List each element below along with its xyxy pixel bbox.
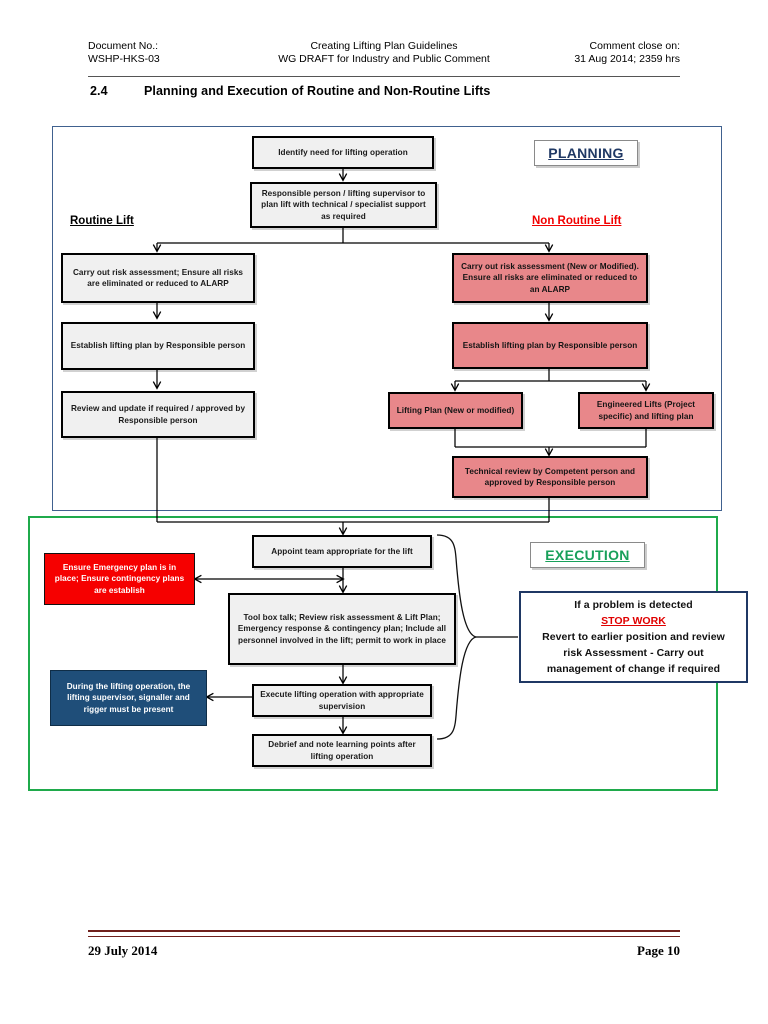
routine-lift-heading: Routine Lift	[70, 215, 134, 227]
box-identify-need[interactable]: Identify need for lifting operation	[252, 136, 434, 169]
box-nonroutine-establish-plan[interactable]: Establish lifting plan by Responsible pe…	[452, 322, 648, 369]
box-lifting-plan-new-modified[interactable]: Lifting Plan (New or modified)	[388, 392, 523, 429]
box-responsible-person[interactable]: Responsible person / lifting supervisor …	[250, 182, 437, 228]
box-routine-review-update[interactable]: Review and update if required / approved…	[61, 391, 255, 438]
box-execute-lifting-operation-text: Execute lifting operation with appropria…	[260, 690, 424, 711]
box-appoint-team[interactable]: Appoint team appropriate for the lift	[252, 535, 432, 568]
box-responsible-person-text: Responsible person / lifting supervisor …	[261, 188, 426, 221]
box-routine-risk-assessment-text: Carry out risk assessment; Ensure all ri…	[72, 267, 244, 289]
box-technical-review-text: Technical review by Competent person and…	[464, 466, 636, 488]
footer-date: 29 July 2014	[88, 943, 158, 958]
page-header: Document No.: WSHP-HKS-03 Creating Lifti…	[88, 40, 680, 74]
header-divider	[88, 76, 680, 77]
box-appoint-team-text: Appoint team appropriate for the lift	[271, 546, 413, 556]
box-lifting-plan-new-modified-text: Lifting Plan (New or modified)	[396, 405, 515, 415]
section-number: 2.4	[90, 84, 108, 98]
box-engineered-lifts-text: Engineered Lifts (Project specific) and …	[596, 400, 696, 421]
section-title-text: Planning and Execution of Routine and No…	[144, 84, 491, 98]
box-identify-need-text: Identify need for lifting operation	[278, 147, 408, 157]
box-debrief-text: Debrief and note learning points after l…	[268, 740, 416, 761]
box-problem-detected-line5: management of change if required	[546, 663, 721, 675]
box-nonroutine-risk-assessment[interactable]: Carry out risk assessment (New or Modifi…	[452, 253, 648, 303]
execution-banner-label: EXECUTION	[545, 547, 630, 563]
box-routine-review-update-text: Review and update if required / approved…	[70, 404, 246, 425]
header-title-line2: WG DRAFT for Industry and Public Comment	[278, 52, 490, 65]
box-debrief[interactable]: Debrief and note learning points after l…	[252, 734, 432, 767]
box-engineered-lifts[interactable]: Engineered Lifts (Project specific) and …	[578, 392, 714, 429]
footer-divider	[88, 930, 680, 937]
box-emergency-plan[interactable]: Ensure Emergency plan is in place; Ensur…	[44, 553, 195, 605]
box-nonroutine-risk-assessment-text: Carry out risk assessment (New or Modifi…	[461, 261, 639, 294]
box-problem-detected-line4: risk Assessment - Carry out	[563, 647, 704, 659]
box-execute-lifting-operation[interactable]: Execute lifting operation with appropria…	[252, 684, 432, 717]
page-footer: 29 July 2014 Page 10	[88, 943, 680, 959]
box-routine-establish-plan-text: Establish lifting plan by Responsible pe…	[70, 341, 246, 351]
planning-banner-label: PLANNING	[548, 145, 624, 161]
box-emergency-plan-text: Ensure Emergency plan is in place; Ensur…	[54, 562, 185, 595]
header-document-no-label: Document No.:	[88, 40, 159, 52]
box-problem-detected-line3: Revert to earlier position and review	[542, 631, 725, 643]
non-routine-lift-heading: Non Routine Lift	[532, 215, 622, 227]
header-comment-close-value: 31 Aug 2014; 2359 hrs	[574, 52, 680, 65]
box-problem-detected[interactable]: If a problem is detected STOP WORK Rever…	[519, 591, 748, 683]
box-tool-box-talk[interactable]: Tool box talk; Review risk assessment & …	[228, 593, 456, 665]
box-nonroutine-establish-plan-text: Establish lifting plan by Responsible pe…	[462, 340, 638, 350]
footer-page-number: Page 10	[637, 943, 680, 958]
planning-banner: PLANNING	[534, 140, 638, 166]
box-routine-risk-assessment[interactable]: Carry out risk assessment; Ensure all ri…	[61, 253, 255, 303]
box-during-lifting-operation-text: During the lifting operation, the liftin…	[66, 681, 191, 714]
box-technical-review[interactable]: Technical review by Competent person and…	[452, 456, 648, 498]
header-comment-close-label: Comment close on:	[589, 40, 680, 52]
planning-region-frame	[52, 126, 722, 511]
box-tool-box-talk-text: Tool box talk; Review risk assessment & …	[237, 612, 447, 645]
header-title-line1: Creating Lifting Plan Guidelines	[310, 40, 458, 52]
box-during-lifting-operation[interactable]: During the lifting operation, the liftin…	[50, 670, 207, 726]
header-document-no-value: WSHP-HKS-03	[88, 52, 160, 65]
execution-banner: EXECUTION	[530, 542, 645, 568]
box-routine-establish-plan[interactable]: Establish lifting plan by Responsible pe…	[61, 322, 255, 370]
box-problem-detected-line1: If a problem is detected	[574, 599, 693, 611]
box-problem-detected-stop-work: STOP WORK	[601, 615, 666, 627]
section-heading: 2.4 Planning and Execution of Routine and…	[90, 84, 490, 98]
